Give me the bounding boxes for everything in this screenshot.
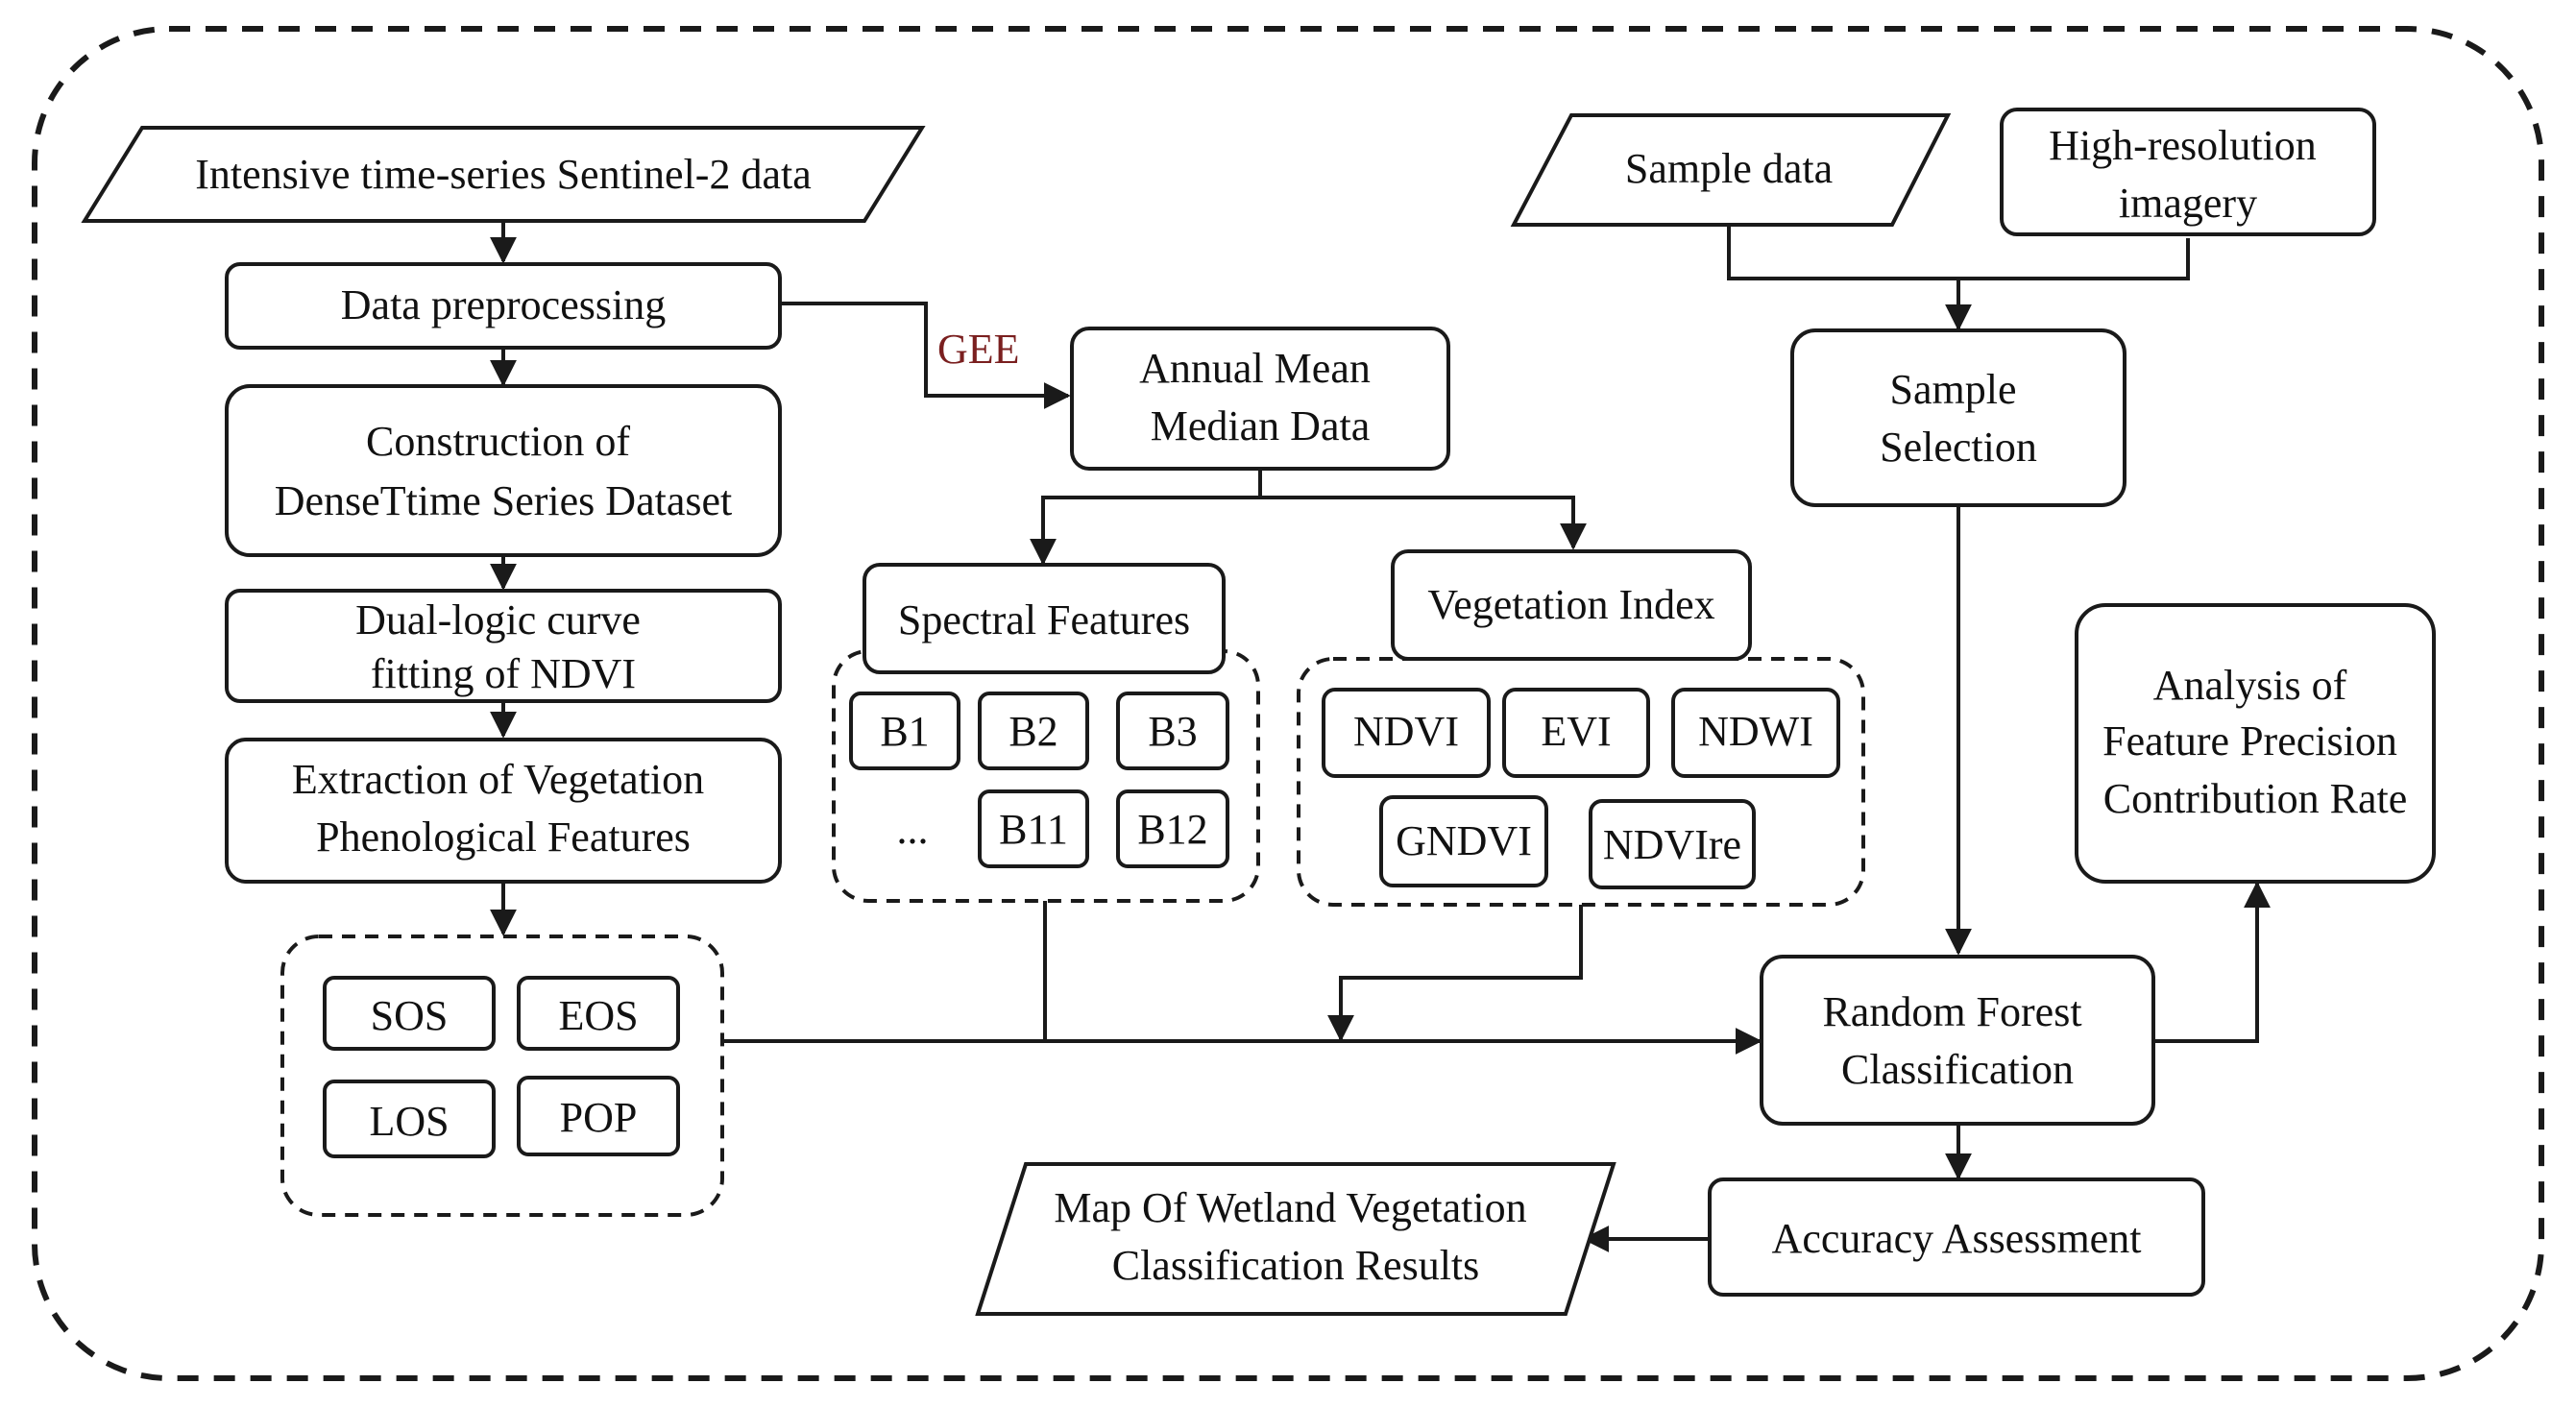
band-b12: B12 xyxy=(1137,806,1207,853)
band-b2: B2 xyxy=(1009,708,1057,755)
annual-mean-label: Annual Mean Median Data xyxy=(1139,345,1381,449)
random-forest-label: Random Forest Classification xyxy=(1822,988,2092,1093)
sample-data-label: Sample data xyxy=(1625,145,1833,192)
dense-series-label: Construction of DenseTtime Series Datase… xyxy=(275,418,733,524)
index-box-evi xyxy=(1502,688,1650,778)
annual-mean-node xyxy=(1070,327,1450,471)
band-b1: B1 xyxy=(880,708,929,755)
vegetation-index-node xyxy=(1391,549,1752,661)
feature-box-los xyxy=(323,1080,496,1158)
edge-annual-vegindex xyxy=(1260,496,1587,550)
band-ellipsis: ... xyxy=(897,806,929,853)
feature-sos: SOS xyxy=(371,992,449,1039)
dense-series-node xyxy=(225,384,782,557)
analysis-label: Analysis of Feature Precision Contributi… xyxy=(2102,662,2408,822)
feature-box-pop xyxy=(517,1076,680,1156)
band-b3: B3 xyxy=(1148,708,1197,755)
feature-box-sos xyxy=(323,976,496,1051)
index-gndvi: GNDVI xyxy=(1396,817,1532,864)
map-results-label: Map Of Wetland Vegetation Classification… xyxy=(1054,1184,1537,1289)
band-box-b2 xyxy=(978,692,1089,770)
map-results-node xyxy=(975,1162,1616,1316)
index-box-ndwi xyxy=(1671,688,1840,778)
curve-fitting-label: Dual-logic curve fitting of NDVI xyxy=(355,596,651,697)
curve-fitting-node xyxy=(225,589,782,703)
sentinel-data-node xyxy=(81,126,926,223)
index-box-ndvire xyxy=(1589,799,1756,889)
connectors xyxy=(490,221,2271,1252)
index-ndvire: NDVIre xyxy=(1603,821,1741,868)
feature-los: LOS xyxy=(369,1098,449,1145)
gee-label: GEE xyxy=(937,326,1020,373)
band-box-b11 xyxy=(978,789,1089,868)
index-evi: EVI xyxy=(1541,708,1611,755)
high-res-node xyxy=(2000,108,2376,236)
spectral-features-node xyxy=(863,563,1226,674)
outer-frame xyxy=(32,26,2544,1381)
edge-vegindex-down xyxy=(1327,905,1583,1042)
phenology-node xyxy=(225,738,782,884)
sample-data-node xyxy=(1510,113,1952,227)
index-box-ndvi xyxy=(1322,688,1491,778)
high-res-label: High-resolution imagery xyxy=(2049,122,2327,227)
vegetation-index-label: Vegetation Index xyxy=(1427,581,1714,628)
index-ndwi: NDWI xyxy=(1698,708,1813,755)
random-forest-node xyxy=(1760,955,2155,1126)
band-box-b12 xyxy=(1116,789,1229,868)
band-box-b1 xyxy=(849,692,960,770)
sample-selection-label: Sample Selection xyxy=(1880,366,2037,471)
spectral-features-label: Spectral Features xyxy=(898,596,1190,643)
feature-pop: POP xyxy=(560,1094,638,1141)
feature-box-eos xyxy=(517,976,680,1051)
edge-preprocessing-annual xyxy=(778,302,1071,409)
band-box-b3 xyxy=(1116,692,1229,770)
edge-rf-analysis xyxy=(2155,881,2271,1043)
sample-selection-node xyxy=(1790,328,2126,507)
preprocessing-label: Data preprocessing xyxy=(341,281,666,328)
index-ndvi: NDVI xyxy=(1353,708,1459,755)
phenology-label: Extraction of Vegetation Phenological Fe… xyxy=(292,756,715,861)
vegetation-index-group xyxy=(1297,657,1865,907)
accuracy-label: Accuracy Assessment xyxy=(1772,1215,2142,1262)
edge-annual-spectral xyxy=(1030,471,1262,566)
preprocessing-node xyxy=(225,262,782,350)
feature-eos: EOS xyxy=(558,992,638,1039)
analysis-node xyxy=(2075,603,2436,884)
accuracy-node xyxy=(1708,1177,2205,1297)
index-box-gndvi xyxy=(1379,795,1548,887)
sentinel-data-label: Intensive time-series Sentinel-2 data xyxy=(195,151,811,198)
band-b11: B11 xyxy=(999,806,1068,853)
